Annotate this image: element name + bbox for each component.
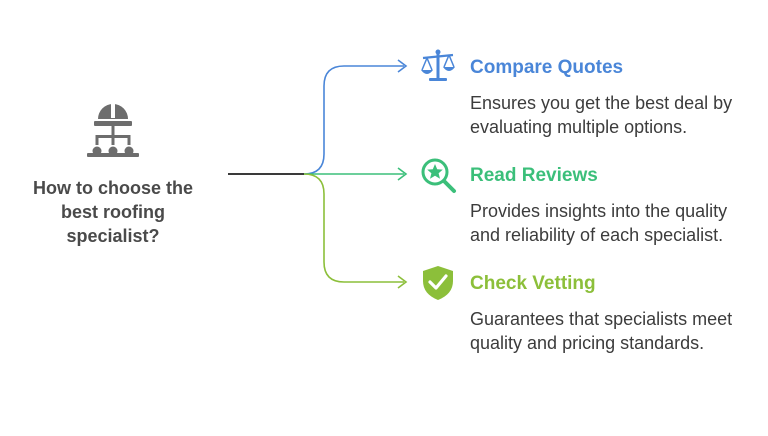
shield-check-icon <box>423 266 453 300</box>
scale-icon <box>421 49 455 81</box>
branch-arrowhead-compare-quotes <box>397 59 408 73</box>
magnifier-star-icon <box>421 158 456 193</box>
root-title: How to choose the best roofing specialis… <box>32 178 193 246</box>
item-title-compare-quotes: Compare Quotes <box>470 57 624 78</box>
branch-arrowhead-read-reviews <box>397 167 408 181</box>
item-title-read-reviews: Read Reviews <box>470 165 598 186</box>
item-description-check-vetting: Guarantees that specialists meet quality… <box>470 309 733 353</box>
branch-arrowhead-check-vetting <box>397 275 408 289</box>
hierarchy-helmet-icon <box>87 103 139 157</box>
root-node: How to choose the best roofing specialis… <box>18 100 208 248</box>
branch-line-check-vetting <box>303 173 404 283</box>
item-description-compare-quotes: Ensures you get the best deal by evaluat… <box>470 93 733 137</box>
item-description-read-reviews: Provides insights into the quality and r… <box>470 201 728 245</box>
item-title-check-vetting: Check Vetting <box>470 273 596 294</box>
branch-line-compare-quotes <box>303 65 404 175</box>
